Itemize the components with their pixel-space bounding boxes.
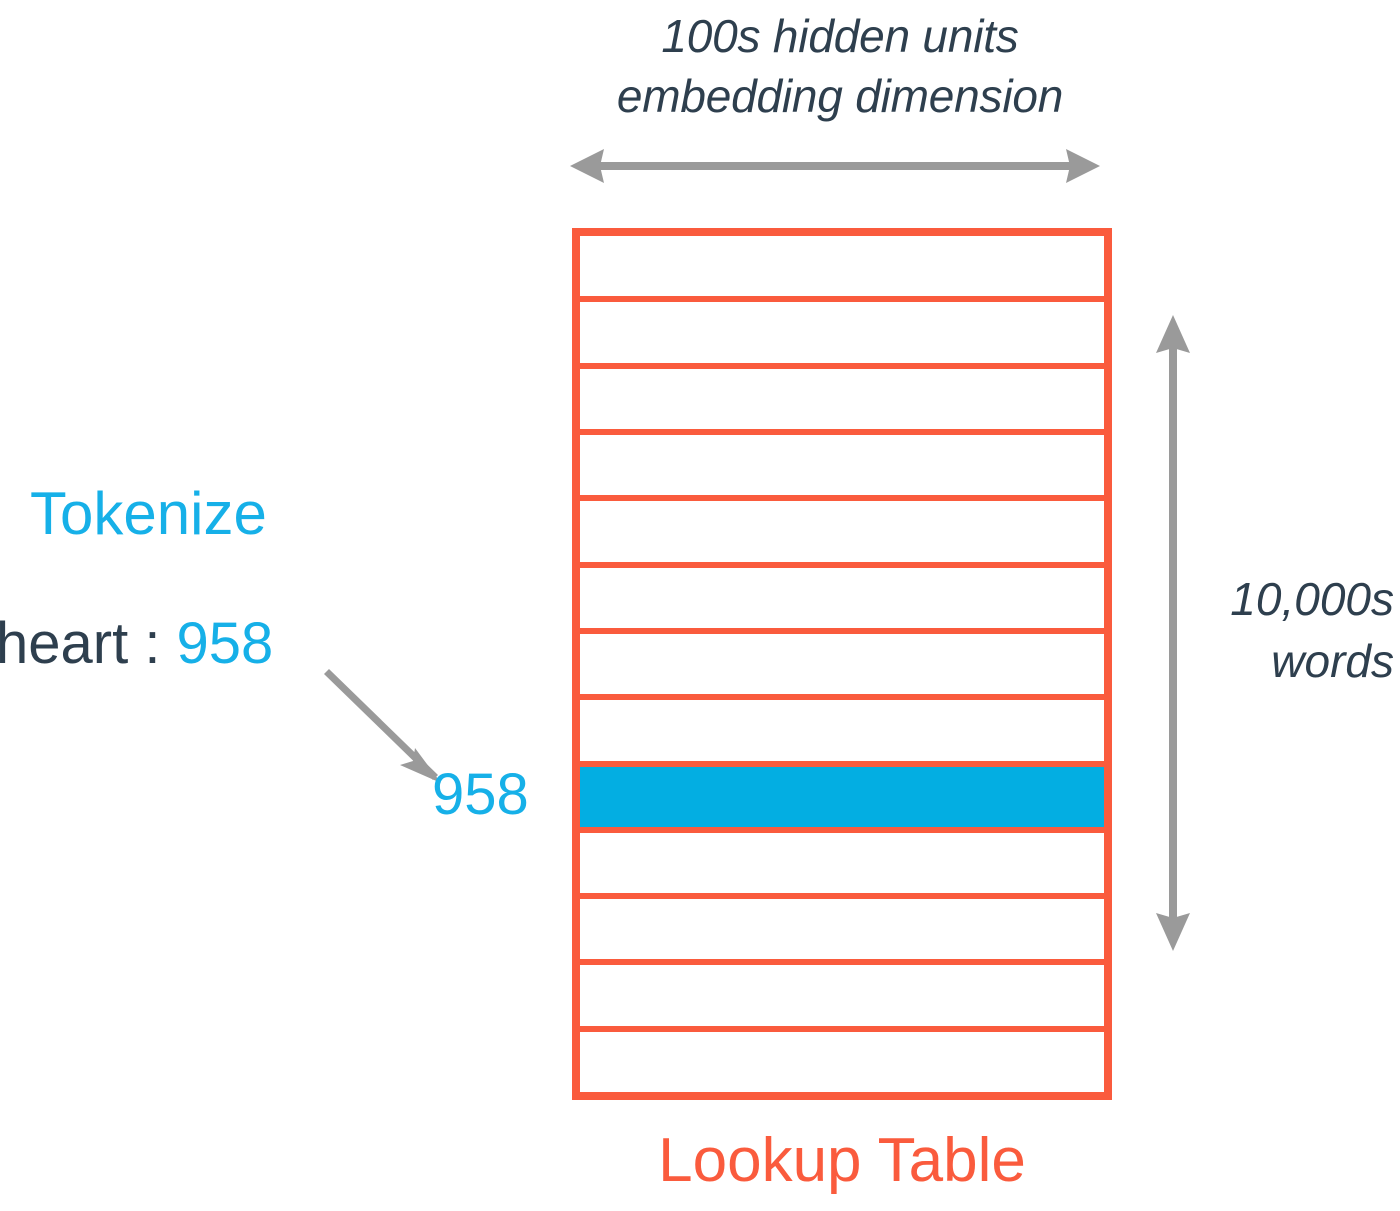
token-index-value: 958 bbox=[176, 611, 274, 676]
token-word: heart : bbox=[0, 611, 177, 676]
embedding-dimension-caption-line-1: 100s hidden units bbox=[661, 10, 1019, 62]
table-row[interactable] bbox=[580, 434, 1104, 502]
table-row[interactable] bbox=[580, 501, 1104, 568]
table-row[interactable] bbox=[580, 1031, 1104, 1093]
embedding-dimension-caption: 100s hidden units embedding dimension bbox=[520, 6, 1160, 126]
token-index-pair: heart : 958 bbox=[0, 612, 273, 676]
row-index-callout: 958 bbox=[432, 762, 529, 827]
vocabulary-size-caption-line-1: 10,000s bbox=[1230, 573, 1394, 625]
table-row[interactable] bbox=[580, 832, 1104, 900]
table-row[interactable] bbox=[580, 368, 1104, 435]
vocabulary-size-caption-line-2: words bbox=[1271, 635, 1394, 687]
table-row[interactable] bbox=[580, 302, 1104, 369]
tokenize-label: Tokenize bbox=[30, 480, 267, 547]
table-row[interactable] bbox=[580, 567, 1104, 634]
embedding-dimension-caption-line-2: embedding dimension bbox=[616, 70, 1064, 122]
table-row-highlighted[interactable] bbox=[580, 766, 1104, 833]
lookup-table bbox=[572, 228, 1112, 1100]
table-row[interactable] bbox=[580, 700, 1104, 767]
vocabulary-size-caption: 10,000s words bbox=[1196, 568, 1394, 692]
double-headed-horizontal-arrow-icon bbox=[570, 140, 1100, 192]
lookup-table-title: Lookup Table bbox=[658, 1126, 1026, 1195]
double-headed-vertical-arrow-icon bbox=[1146, 315, 1200, 951]
table-row[interactable] bbox=[580, 633, 1104, 701]
table-row[interactable] bbox=[580, 899, 1104, 966]
diagonal-pointer-arrow-icon bbox=[310, 660, 460, 790]
table-row[interactable] bbox=[580, 236, 1104, 303]
table-row[interactable] bbox=[580, 965, 1104, 1032]
